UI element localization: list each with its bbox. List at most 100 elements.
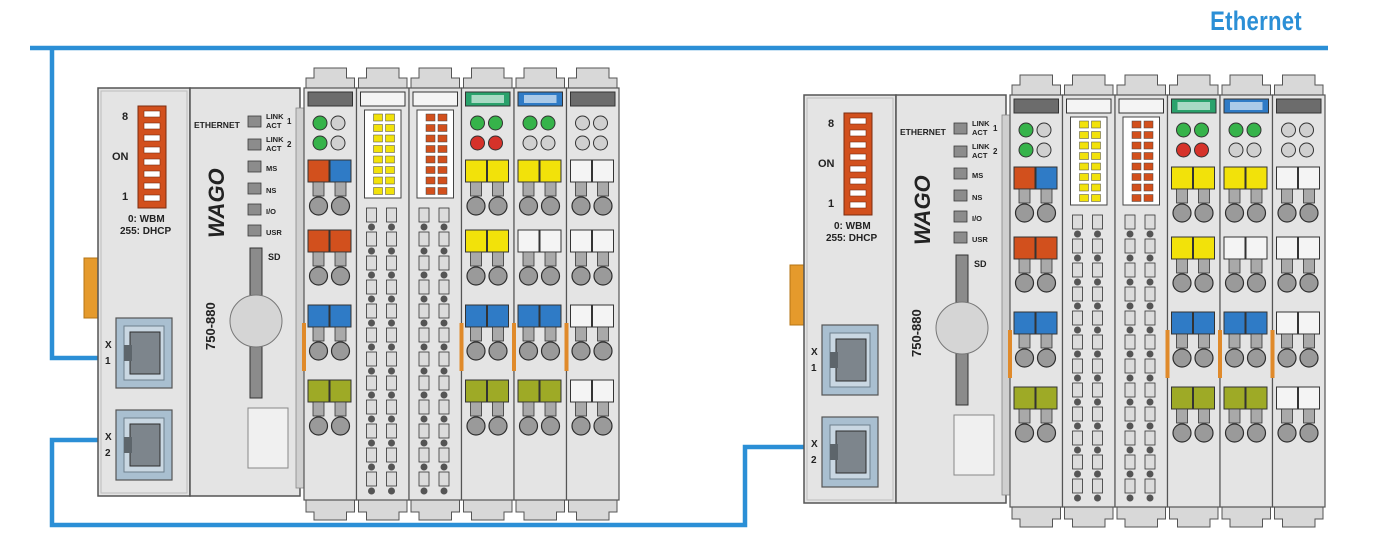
- module-cap-window: [524, 95, 557, 103]
- wire-entry: [488, 196, 508, 216]
- model-number-text: 750-880: [203, 302, 218, 350]
- bus-clamp: [418, 447, 430, 463]
- bus-clamp: [418, 399, 430, 415]
- rotary-dial: [229, 294, 283, 348]
- wire-entry: [1036, 348, 1057, 368]
- module-body: [460, 87, 515, 501]
- bus-contact: [1094, 254, 1101, 262]
- push-button: [1171, 236, 1193, 260]
- wire-entry: [1036, 273, 1057, 293]
- led-array-led: [1079, 152, 1089, 160]
- led-array-led: [1079, 162, 1089, 171]
- module-top-rail-clip: [305, 67, 355, 91]
- module-led: [1281, 122, 1296, 138]
- bus-contact: [1126, 374, 1134, 382]
- led-label-num: 2: [287, 140, 292, 149]
- push-button: [1193, 311, 1215, 335]
- wire-entry: [1277, 423, 1297, 443]
- led-label-num: 2: [993, 147, 998, 156]
- push-button: [307, 159, 330, 183]
- dip-lever: [849, 141, 867, 149]
- module-bottom-rail-clip: [1116, 506, 1166, 528]
- wire-entry: [540, 416, 561, 436]
- led-array-led: [373, 113, 383, 122]
- bus-clamp: [438, 351, 450, 367]
- led-label-num: 1: [993, 124, 998, 133]
- led-array-led: [1131, 162, 1142, 171]
- bus-contact: [1094, 374, 1101, 382]
- release-slot: [522, 251, 535, 267]
- release-slot: [334, 181, 347, 197]
- led-array-led: [1143, 131, 1154, 139]
- led-array-led: [1143, 141, 1154, 150]
- bus-contact: [388, 319, 395, 327]
- push-button: [570, 304, 592, 328]
- push-button: [1035, 236, 1058, 260]
- bus-contact: [388, 367, 395, 375]
- push-button: [539, 304, 562, 328]
- push-button: [329, 304, 352, 328]
- bus-clamp: [386, 303, 397, 319]
- push-button: [1171, 311, 1193, 335]
- module-cap-window: [471, 95, 504, 103]
- dip-label-1: 1: [828, 198, 834, 210]
- dip-lever: [849, 201, 867, 209]
- push-button: [1035, 166, 1058, 190]
- push-button: [487, 304, 509, 328]
- push-button: [487, 229, 509, 253]
- bus-contact: [1126, 470, 1134, 478]
- release-slot: [1228, 188, 1241, 204]
- module-led: [522, 115, 538, 131]
- module-body: [303, 87, 358, 501]
- dip-label-8: 8: [122, 111, 128, 123]
- led-label: NS: [972, 193, 982, 202]
- wire-entry: [540, 196, 561, 216]
- bus-clamp: [1092, 310, 1103, 326]
- led-array-led: [1131, 152, 1142, 160]
- bus-clamp: [1124, 286, 1136, 302]
- bus-clamp: [366, 423, 377, 439]
- push-button: [487, 159, 509, 183]
- bus-contact: [440, 391, 448, 399]
- led-array-led: [1079, 120, 1089, 129]
- wire-entry: [518, 266, 539, 286]
- bus-clamp: [1072, 478, 1083, 494]
- release-slot: [522, 181, 535, 197]
- bus-contact: [440, 367, 448, 375]
- wire-entry: [330, 416, 351, 436]
- bus-contact: [420, 391, 428, 399]
- led-array-led: [1143, 120, 1154, 129]
- module-led: [593, 135, 608, 151]
- bus-clamp: [438, 399, 450, 415]
- push-button: [1223, 236, 1246, 260]
- wire-entry: [571, 196, 591, 216]
- bus-contact: [1146, 230, 1154, 238]
- dip-lever: [849, 117, 867, 125]
- module-bottom-rail-clip: [1064, 506, 1114, 528]
- release-slot: [312, 401, 325, 417]
- push-button: [1298, 311, 1320, 335]
- din-rail-clip: [789, 264, 805, 326]
- module-led: [1246, 142, 1262, 158]
- module-led: [1299, 122, 1314, 138]
- bus-clamp: [1124, 430, 1136, 446]
- dip-label-on: ON: [112, 151, 129, 163]
- module-top-rail-clip: [358, 67, 408, 91]
- push-button: [1298, 236, 1320, 260]
- wire-entry: [593, 341, 613, 361]
- release-slot: [1176, 188, 1188, 204]
- ethernet-port-x2-label-x: X: [811, 439, 818, 450]
- module-cap: [1066, 98, 1112, 114]
- bus-clamp: [1072, 334, 1083, 350]
- led-array-led: [1131, 183, 1142, 192]
- bus-clamp: [1124, 262, 1136, 278]
- push-button: [465, 229, 487, 253]
- release-slot: [1176, 258, 1188, 274]
- wire-entry: [308, 196, 329, 216]
- io-module: [1165, 74, 1221, 528]
- module-led: [1018, 142, 1034, 158]
- dip-switch: [843, 112, 873, 216]
- wire-entry: [1172, 203, 1192, 223]
- bus-clamp: [1072, 262, 1083, 278]
